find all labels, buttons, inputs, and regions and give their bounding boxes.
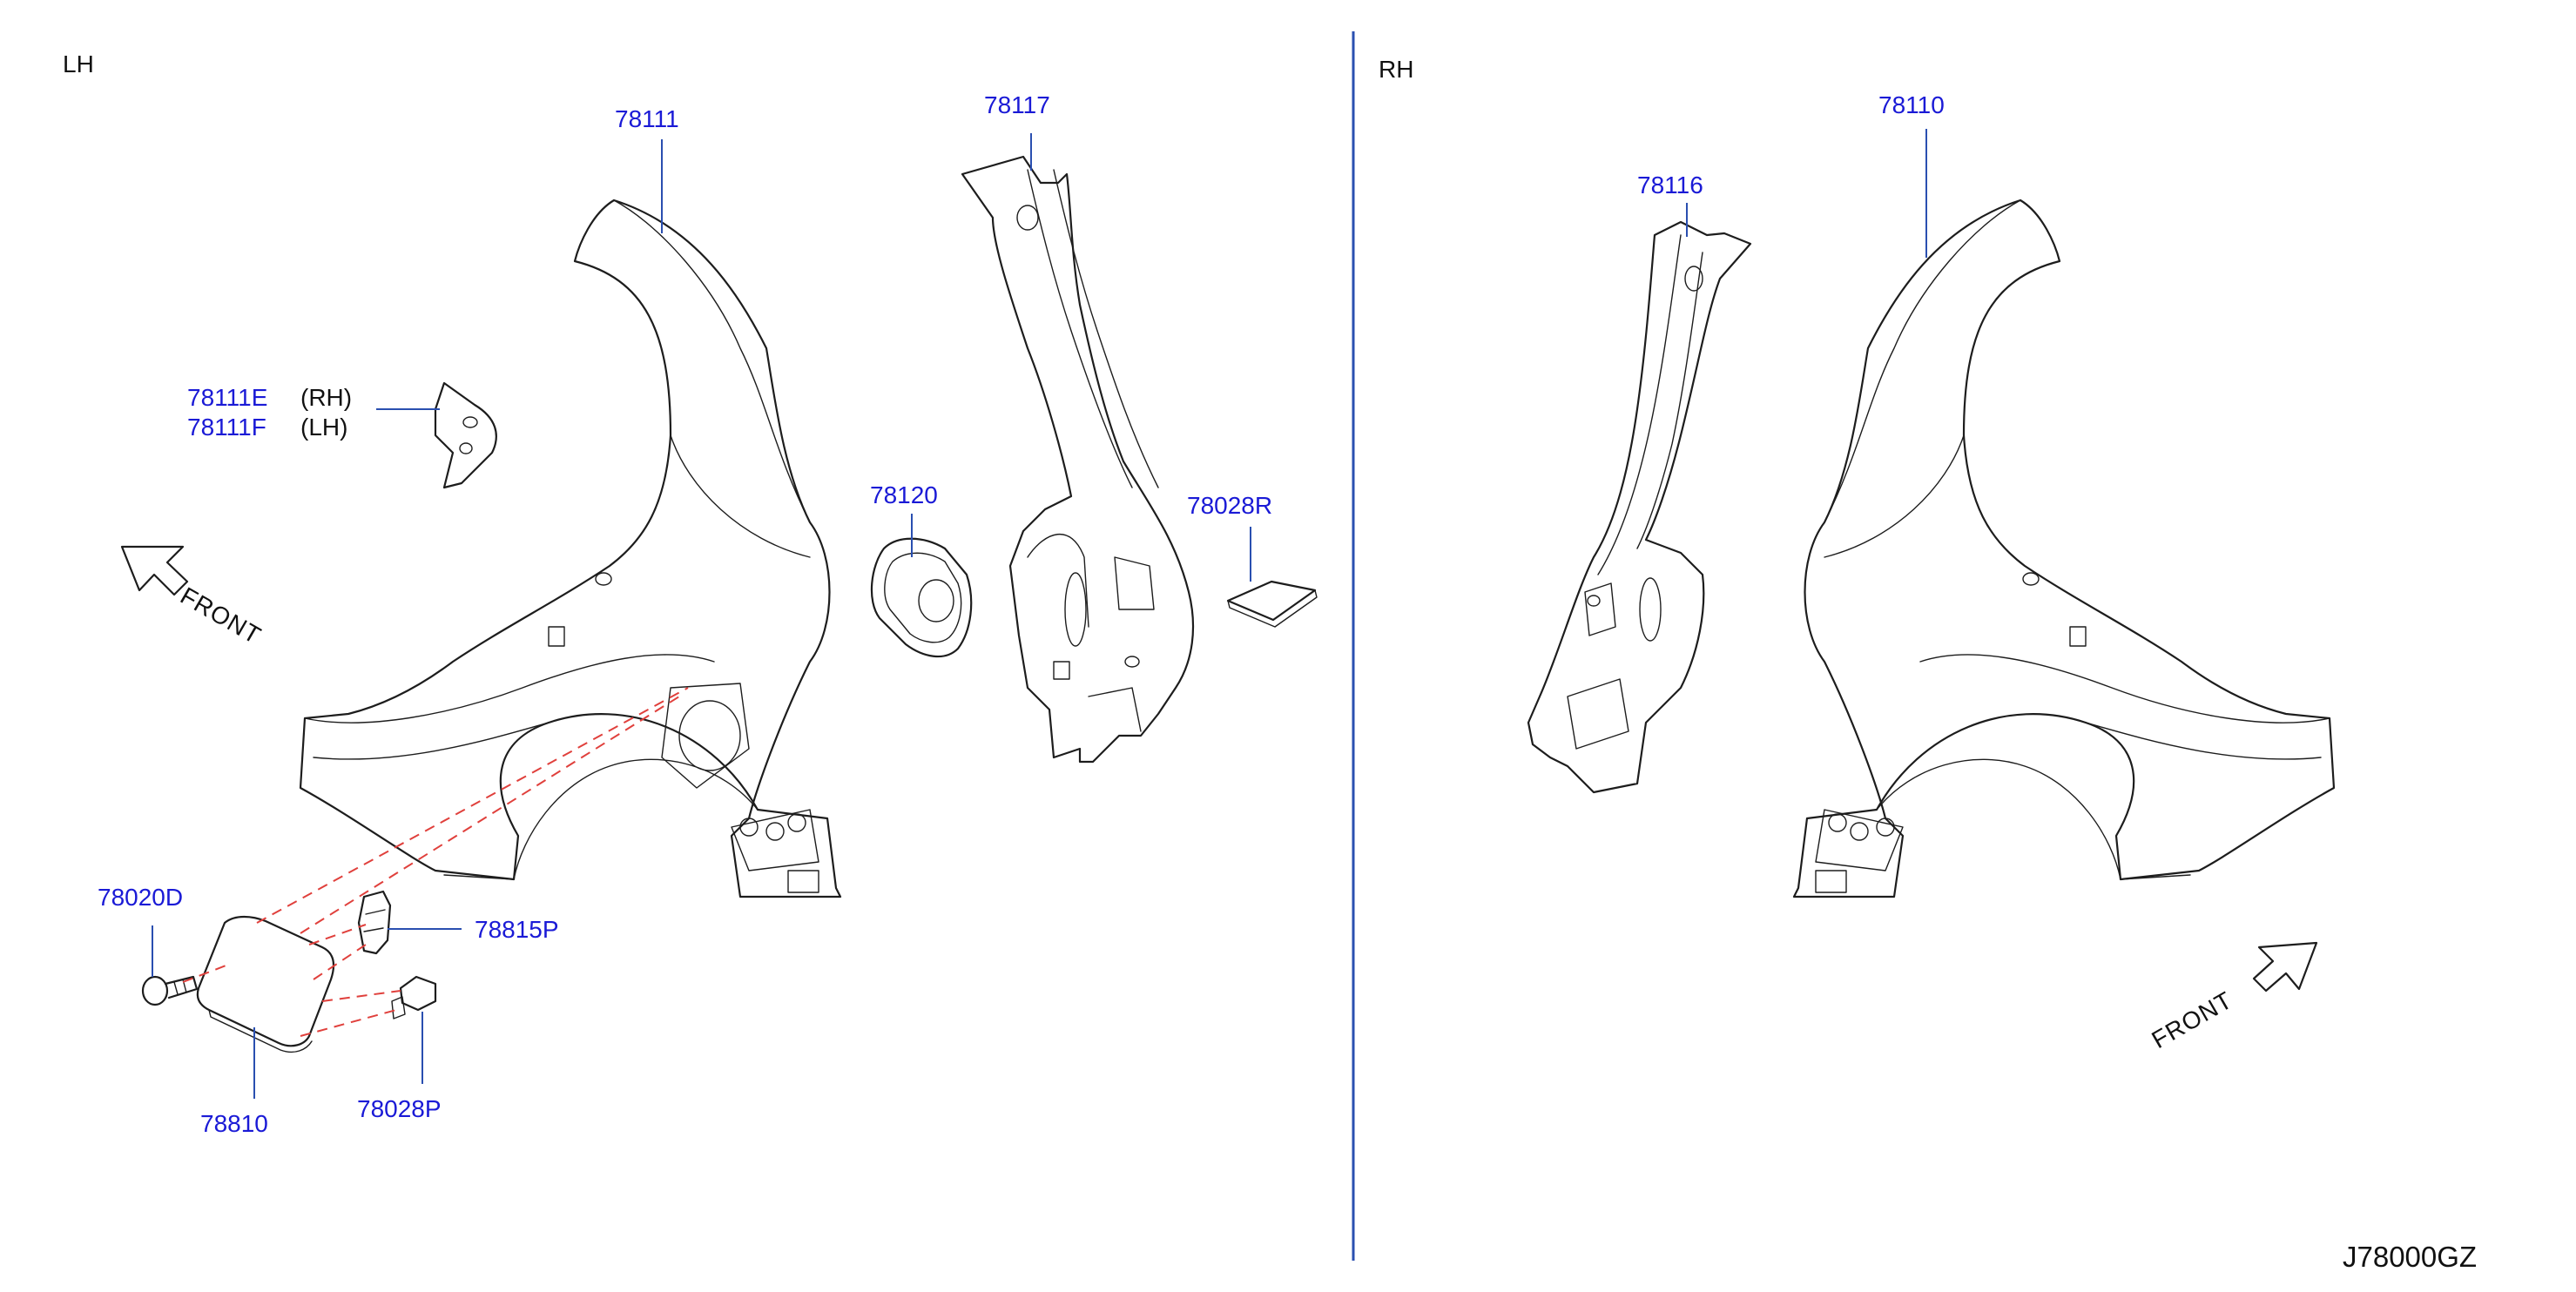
label-78028r: 78028R [1187,492,1272,519]
label-78116: 78116 [1637,172,1703,199]
filler-base-78120[interactable] [870,537,973,658]
label-78815p: 78815P [475,916,559,943]
bolt-78020d[interactable] [141,975,199,1006]
assembly-lines [182,687,689,1037]
bracket-78111ef[interactable] [434,381,497,489]
fuel-lid-78810[interactable] [196,915,335,1053]
label-78110: 78110 [1878,91,1945,118]
label-78111e-side: (RH) [300,384,352,411]
label-78111e: 78111E [187,384,267,411]
label-78117: 78117 [984,91,1050,118]
side-label-rh: RH [1379,56,1413,83]
label-78111: 78111 [615,105,679,132]
inner-panel-78116[interactable] [1527,220,1752,794]
front-arrow-right: FRONT [2148,941,2318,1054]
inner-panel-78117[interactable] [961,155,1195,764]
label-78120: 78120 [870,481,938,508]
label-78111f: 78111F [187,414,266,441]
front-label-right: FRONT [2148,986,2237,1054]
drawing-code: J78000GZ [2343,1241,2477,1273]
rear-fender-rh-78110[interactable] [1792,199,2336,898]
label-78028p: 78028P [357,1095,442,1122]
front-arrow-left: FRONT [120,545,266,649]
pad-78028r[interactable] [1226,580,1318,628]
front-label-left: FRONT [176,582,266,649]
clip-78815p[interactable] [357,890,392,955]
label-78810: 78810 [200,1110,268,1137]
rear-fender-lh-78111[interactable] [299,199,842,898]
label-78020d: 78020D [98,884,183,911]
side-label-lh: LH [63,50,94,77]
bumper-78028p[interactable] [391,975,437,1019]
label-78111f-side: (LH) [300,414,347,441]
